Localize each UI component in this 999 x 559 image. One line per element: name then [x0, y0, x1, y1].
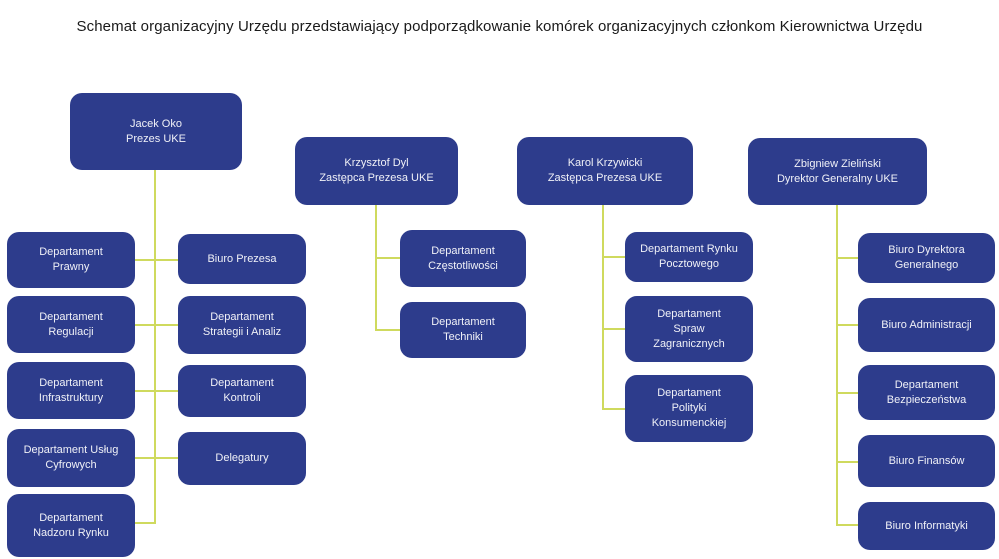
- connector-branch: [603, 256, 625, 258]
- node-krzysztof-dyl: Krzysztof Dyl Zastępca Prezesa UKE: [295, 137, 458, 205]
- node-karol-krzywicki: Karol Krzywicki Zastępca Prezesa UKE: [517, 137, 693, 205]
- node-jacek-oko: Jacek Oko Prezes UKE: [70, 93, 242, 170]
- leader-name: Krzysztof Dyl: [344, 157, 409, 169]
- connector-branch: [376, 257, 400, 259]
- chart-title: Schemat organizacyjny Urzędu przedstawia…: [76, 18, 923, 35]
- node-biuro-dyrektora-generalnego: Biuro Dyrektora Generalnego: [858, 233, 995, 283]
- leader-name: Zbigniew Zieliński: [794, 157, 881, 170]
- connector-trunk-g2: [375, 205, 377, 331]
- node-departament-kontroli: Departament Kontroli: [178, 365, 306, 417]
- node-label: Delegatury: [215, 452, 269, 464]
- node-label: Biuro Dyrektora Generalnego: [888, 244, 965, 271]
- connector-branch: [135, 259, 178, 261]
- connector-branch: [837, 257, 858, 259]
- node-departament-czestotliwosci: Departament Częstotliwości: [400, 230, 526, 287]
- node-departament-techniki: Departament Techniki: [400, 302, 526, 358]
- node-departament-polityki-konsumenckiej: Departament Polityki Konsumenckiej: [625, 375, 753, 442]
- node-label: Departament Techniki: [431, 316, 495, 343]
- node-label: Departament Infrastruktury: [38, 376, 104, 404]
- node-departament-nadzoru-rynku: Departament Nadzoru Rynku: [7, 494, 135, 557]
- node-biuro-finansow: Biuro Finansów: [858, 435, 995, 487]
- leader-name: Jacek Oko: [130, 117, 182, 130]
- connector-branch: [376, 329, 400, 331]
- node-departament-infrastruktury: Departament Infrastruktury: [7, 362, 135, 419]
- connector-branch: [135, 457, 178, 459]
- node-label: Biuro Administracji: [881, 318, 972, 331]
- node-biuro-administracji: Biuro Administracji: [858, 298, 995, 352]
- leader-role: Zastępca Prezesa UKE: [547, 172, 663, 184]
- node-delegatury: Delegatury: [178, 432, 306, 485]
- connector-branch: [837, 392, 858, 394]
- node-label: Departament Bezpieczeństwa: [886, 378, 967, 406]
- node-zbigniew-zielinski: Zbigniew Zieliński Dyrektor Generalny UK…: [748, 138, 927, 205]
- connector-branch: [837, 461, 858, 463]
- node-departament-rynku-pocztowego: Departament Rynku Pocztowego: [625, 232, 753, 282]
- connector-branch: [837, 524, 858, 526]
- leader-role: Zastępca Prezesa UKE: [319, 172, 434, 184]
- connector-trunk-g4: [836, 205, 838, 526]
- node-departament-strategii-i-analiz: Departament Strategii i Analiz: [178, 296, 306, 354]
- node-biuro-prezesa: Biuro Prezesa: [178, 234, 306, 284]
- node-label: Biuro Informatyki: [885, 519, 968, 532]
- node-departament-uslug-cyfrowych: Departament Usług Cyfrowych: [7, 429, 135, 487]
- node-label: Biuro Finansów: [888, 454, 965, 467]
- node-label: Departament Rynku Pocztowego: [640, 243, 738, 270]
- node-departament-regulacji: Departament Regulacji: [7, 296, 135, 353]
- node-departament-prawny: Departament Prawny: [7, 232, 135, 288]
- node-biuro-informatyki: Biuro Informatyki: [858, 502, 995, 550]
- leader-role: Dyrektor Generalny UKE: [776, 172, 899, 185]
- node-label: Departament Prawny: [39, 246, 103, 273]
- node-label: Departament Usług Cyfrowych: [23, 444, 119, 471]
- connector-trunk-g3: [602, 205, 604, 410]
- node-label: Biuro Prezesa: [207, 252, 277, 265]
- node-label: Departament Spraw Zagranicznych: [653, 307, 725, 350]
- leader-role: Prezes UKE: [126, 132, 186, 145]
- node-label: Departament Nadzoru Rynku: [33, 511, 109, 539]
- node-label: Departament Regulacji: [39, 310, 103, 338]
- connector-branch: [135, 324, 178, 326]
- node-label: Departament Strategii i Analiz: [202, 311, 282, 338]
- connector-branch: [837, 324, 858, 326]
- connector-branch: [135, 522, 156, 524]
- connector-trunk-g1: [154, 170, 156, 524]
- node-departament-bezpieczenstwa: Departament Bezpieczeństwa: [858, 365, 995, 420]
- connector-branch: [603, 408, 625, 410]
- node-label: Departament Częstotliwości: [428, 244, 498, 272]
- leader-name: Karol Krzywicki: [567, 157, 643, 169]
- connector-branch: [603, 328, 625, 330]
- node-departament-spraw-zagranicznych: Departament Spraw Zagranicznych: [625, 296, 753, 362]
- connector-branch: [135, 390, 178, 392]
- node-label: Departament Polityki Konsumenckiej: [651, 387, 727, 429]
- node-label: Departament Kontroli: [210, 377, 274, 404]
